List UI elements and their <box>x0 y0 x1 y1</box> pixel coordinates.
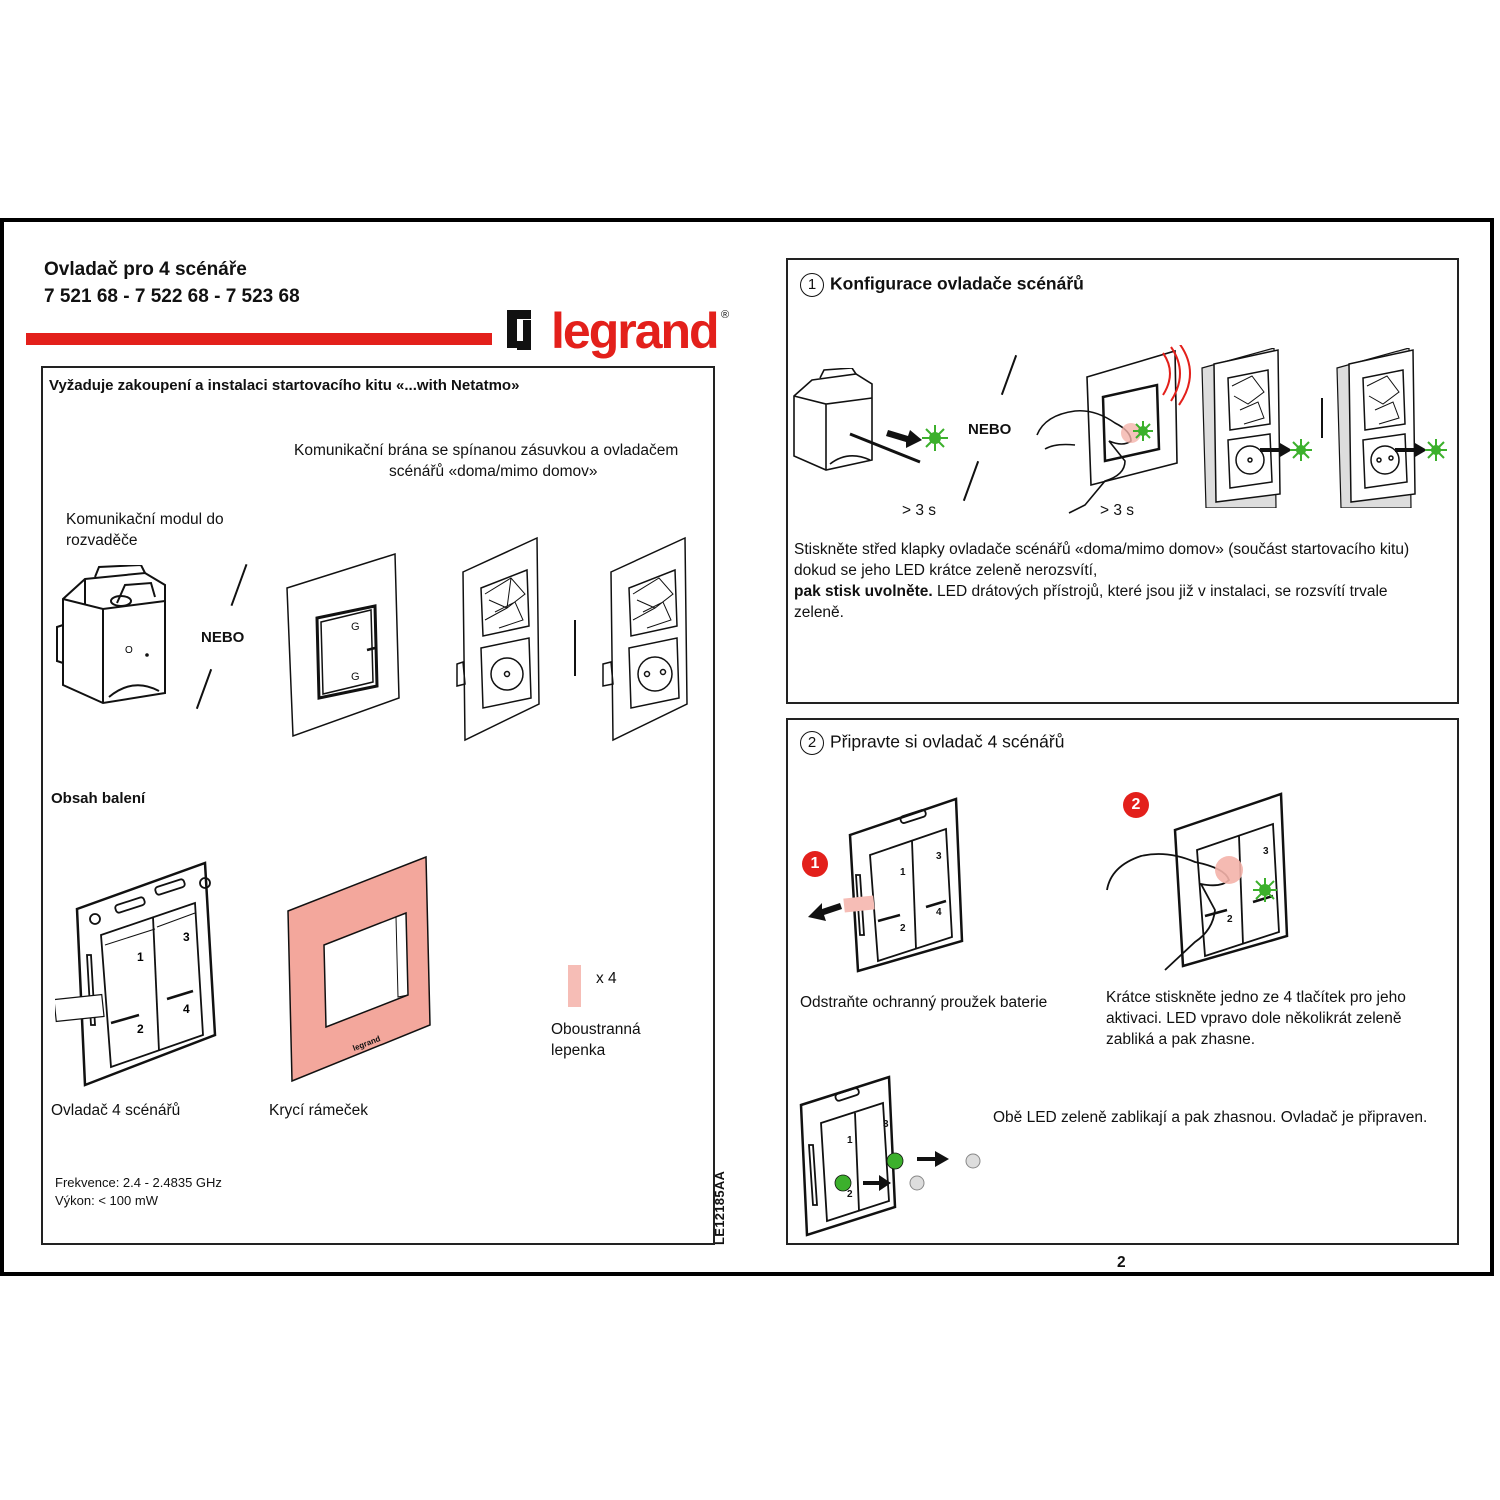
gateway-outlet-schuko-illustration <box>602 536 688 742</box>
leds-blink-illustration: 1 2 3 <box>799 1075 981 1237</box>
module-label: Komunikační modul do rozvaděče <box>66 509 224 551</box>
section-1-heading: 1 Konfigurace ovladače scénářů <box>800 273 1084 297</box>
button-4-label: 4 <box>183 1002 190 1016</box>
red-accent-bar <box>26 333 492 345</box>
section-1-number: 1 <box>800 273 824 297</box>
section-2-heading: 2 Připravte si ovladač 4 scénářů <box>800 731 1064 755</box>
svg-text:3: 3 <box>936 851 942 862</box>
svg-text:1: 1 <box>847 1135 853 1146</box>
svg-text:legrand: legrand <box>551 304 718 359</box>
step-2-text-line-2: aktivaci. LED vpravo dole několikrát zel… <box>1106 1010 1402 1027</box>
gateway-outlet-led-illustration <box>1201 348 1312 508</box>
gateway-outlet-schuko-led-illustration <box>1336 348 1447 508</box>
din-module-illustration: O <box>56 565 166 705</box>
section-1-text-rest: LED drátových přístrojů, které jsou již … <box>932 583 1388 600</box>
svg-text:O: O <box>125 645 133 656</box>
svg-text:G: G <box>351 671 360 683</box>
gateway-label-line-1: Komunikační brána se spínanou zásuvkou a… <box>294 442 679 459</box>
module-press-illustration <box>793 368 948 471</box>
button-1-label: 1 <box>137 950 144 964</box>
section-1-title: Konfigurace ovladače scénářů <box>830 273 1084 294</box>
button-2-label: 2 <box>137 1022 144 1036</box>
tape-quantity: x 4 <box>596 970 617 987</box>
section-1-instructions: Stiskněte střed klapky ovladače scénářů … <box>794 539 1454 623</box>
press-time-b: > 3 s <box>1100 502 1135 519</box>
button-3-label: 3 <box>183 930 190 944</box>
tape-label: Oboustranná lepenka <box>551 1019 641 1061</box>
title-line-2: 7 521 68 - 7 522 68 - 7 523 68 <box>44 286 300 307</box>
page-border <box>0 218 1494 1276</box>
left-panel <box>41 366 715 1245</box>
step-2-text-line-1: Krátce stiskněte jedno ze 4 tlačítek pro… <box>1106 989 1406 1006</box>
divider-slash <box>574 620 576 676</box>
step-2-badge: 2 <box>1123 792 1149 818</box>
svg-text:2: 2 <box>847 1189 853 1200</box>
svg-text:1: 1 <box>900 867 906 878</box>
section-1-text-line-2: dokud se jeho LED krátce zeleně nerozsví… <box>794 562 1098 579</box>
final-text: Obě LED zeleně zablikají a pak zhasnou. … <box>993 1109 1428 1126</box>
page-number: 2 <box>1117 1254 1126 1271</box>
scene-switch-illustration: G G <box>286 552 400 738</box>
document-code: LE12185AA <box>712 1170 727 1245</box>
package-title: Obsah balení <box>51 790 146 807</box>
power-spec: Výkon: < 100 mW <box>55 1193 158 1208</box>
remove-battery-strip-illustration: 1 2 3 4 <box>808 797 964 973</box>
section-1-text-line-4: zeleně. <box>794 604 844 621</box>
section-2-number: 2 <box>800 731 824 755</box>
svg-text:3: 3 <box>883 1119 889 1130</box>
tape-label-line-1: Oboustranná <box>551 1021 641 1038</box>
four-scene-controller-illustration: 1 2 3 4 <box>55 861 217 1087</box>
svg-text:2: 2 <box>1227 914 1233 925</box>
or-label: NEBO <box>201 629 245 646</box>
svg-text:®: ® <box>721 309 729 321</box>
gateway-label-line-2: scénářů «doma/mimo domov» <box>389 463 598 480</box>
section-1-panel <box>786 258 1459 704</box>
requirement-text: Vyžaduje zakoupení a instalaci startovac… <box>49 377 520 394</box>
tape-swatch <box>568 965 581 1007</box>
step-1-badge: 1 <box>802 851 828 877</box>
section-1-text-bold: pak stisk uvolněte. <box>794 583 933 600</box>
press-time-a: > 3 s <box>902 502 937 519</box>
press-button-illustration: 3 2 <box>1106 792 1289 971</box>
svg-text:3: 3 <box>1263 846 1269 857</box>
item-frame-label: Krycí rámeček <box>269 1102 369 1119</box>
section-2-title: Připravte si ovladač 4 scénářů <box>830 731 1065 752</box>
title-line-1: Ovladač pro 4 scénáře <box>44 259 247 280</box>
module-label-line-1: Komunikační modul do <box>66 511 224 528</box>
step-1-text: Odstraňte ochranný proužek baterie <box>800 994 1048 1011</box>
section-2-panel <box>786 718 1459 1245</box>
section-1-text-line-1: Stiskněte střed klapky ovladače scénářů … <box>794 541 1410 558</box>
gateway-outlet-illustration <box>456 536 540 742</box>
module-label-line-2: rozvaděče <box>66 532 138 549</box>
tape-label-line-2: lepenka <box>551 1042 606 1059</box>
frequency-spec: Frekvence: 2.4 - 2.4835 GHz <box>55 1175 222 1190</box>
divider-slash <box>1321 398 1323 438</box>
svg-text:4: 4 <box>936 907 942 918</box>
gateway-label: Komunikační brána se spínanou zásuvkou a… <box>294 440 714 482</box>
page-title: Ovladač pro 4 scénáře 7 521 68 - 7 522 6… <box>44 256 300 310</box>
cover-frame-illustration: legrand <box>287 855 431 1083</box>
item-controller-label: Ovladač 4 scénářů <box>51 1102 181 1119</box>
hand-press-switch-illustration <box>1036 345 1191 514</box>
svg-text:G: G <box>351 621 360 633</box>
section-1-text-line-3: pak stisk uvolněte. LED drátových přístr… <box>794 581 1454 602</box>
spec-block: Frekvence: 2.4 - 2.4835 GHz Výkon: < 100… <box>55 1174 222 1210</box>
svg-text:2: 2 <box>900 923 906 934</box>
step-2-text: Krátce stiskněte jedno ze 4 tlačítek pro… <box>1106 987 1439 1050</box>
legrand-logo: legrand ® <box>505 303 735 371</box>
or-label-section-1: NEBO <box>968 421 1012 438</box>
step-2-text-line-3: zabliká a pak zhasne. <box>1106 1031 1256 1048</box>
